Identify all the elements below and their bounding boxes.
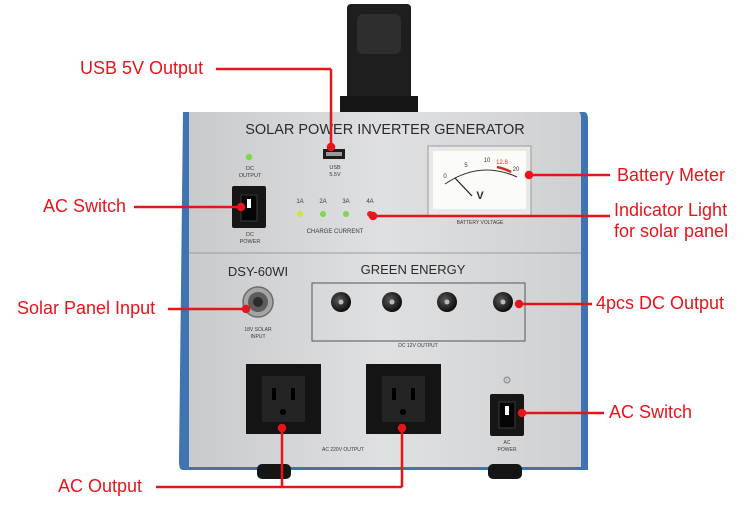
- usb-output-callout: USB 5V Output: [80, 58, 204, 78]
- charge-level-2a: 2A: [319, 199, 326, 205]
- meter-scale-0: 0: [443, 174, 447, 180]
- dc-output-jack-4[interactable]: [493, 292, 513, 312]
- device-title: SOLAR POWER INVERTER GENERATOR: [245, 122, 525, 138]
- meter-unit: V: [476, 190, 484, 202]
- ac-power-led: [503, 376, 511, 384]
- meter-scale-20: 20: [513, 167, 520, 173]
- battery-voltmeter: 0 5 10 12.8 20 V BATTERY VOLTAGE: [427, 145, 532, 226]
- solar-input-label: 18V SOLAR: [244, 327, 272, 333]
- usb-label: USB: [329, 165, 341, 171]
- dc-output-panel: DC 12V OUTPUT: [311, 282, 526, 349]
- ac-power-switch[interactable]: [490, 394, 524, 436]
- charge-level-4a: 4A: [366, 199, 373, 205]
- solar-input-label-2: INPUT: [251, 334, 266, 340]
- dc-output-jack-3[interactable]: [437, 292, 457, 312]
- dc-power-label: DC: [246, 232, 254, 238]
- meter-scale-10: 10: [484, 158, 491, 164]
- charge-led-2a: [320, 211, 326, 217]
- ac-power-label: AC: [504, 440, 511, 446]
- ac-outlet-1[interactable]: [246, 364, 321, 434]
- battery-meter-callout: Battery Meter: [617, 165, 726, 185]
- charge-led-1a: [297, 211, 303, 217]
- dc-output-jack-1[interactable]: [331, 292, 351, 312]
- ac-switch-top-callout: AC Switch: [43, 196, 127, 216]
- charge-led-3a: [343, 211, 349, 217]
- dc-output-led-label: DC: [246, 166, 254, 172]
- dc-power-switch[interactable]: [232, 186, 266, 228]
- ac-power-label-2: POWER: [498, 447, 517, 453]
- dc-power-label-2: POWER: [240, 239, 261, 245]
- meter-needle: [454, 177, 473, 197]
- solar-panel-input-socket[interactable]: [242, 286, 274, 318]
- charge-level-1a: 1A: [296, 199, 303, 205]
- ac-output-callout: AC Output: [58, 476, 143, 496]
- ac-output-caption: AC 220V OUTPUT: [322, 447, 364, 453]
- charge-current-indicators: 1A 2A 3A 4A CHARGE CURRENT: [296, 199, 373, 235]
- dc-output-caption: DC 12V OUTPUT: [398, 343, 437, 349]
- charge-current-label: CHARGE CURRENT: [307, 229, 364, 235]
- ac-switch-bottom-callout: AC Switch: [609, 402, 693, 422]
- model-number: DSY-60WI: [228, 264, 288, 279]
- indicator-light-callout-line-2: for solar panel: [614, 221, 729, 241]
- dc-output-jack-2[interactable]: [382, 292, 402, 312]
- dc-output-callout: 4pcs DC Output: [596, 293, 725, 313]
- dc-output-led: [245, 153, 253, 161]
- carry-handle: [340, 4, 418, 120]
- ac-outlet-2[interactable]: [366, 364, 441, 434]
- usb-voltage-label: 5.5V: [329, 172, 341, 178]
- meter-marker-red: 12.8: [496, 160, 508, 166]
- meter-scale-5: 5: [464, 163, 468, 169]
- usb-port: [323, 149, 345, 159]
- solar-panel-input-callout: Solar Panel Input: [17, 298, 156, 318]
- green-energy-label: GREEN ENERGY: [361, 262, 466, 277]
- dc-output-led-label-2: OUTPUT: [239, 173, 262, 179]
- charge-level-3a: 3A: [342, 199, 349, 205]
- meter-caption: BATTERY VOLTAGE: [457, 220, 504, 226]
- callout-lines: [134, 67, 610, 489]
- indicator-light-callout: Indicator Light: [614, 200, 728, 220]
